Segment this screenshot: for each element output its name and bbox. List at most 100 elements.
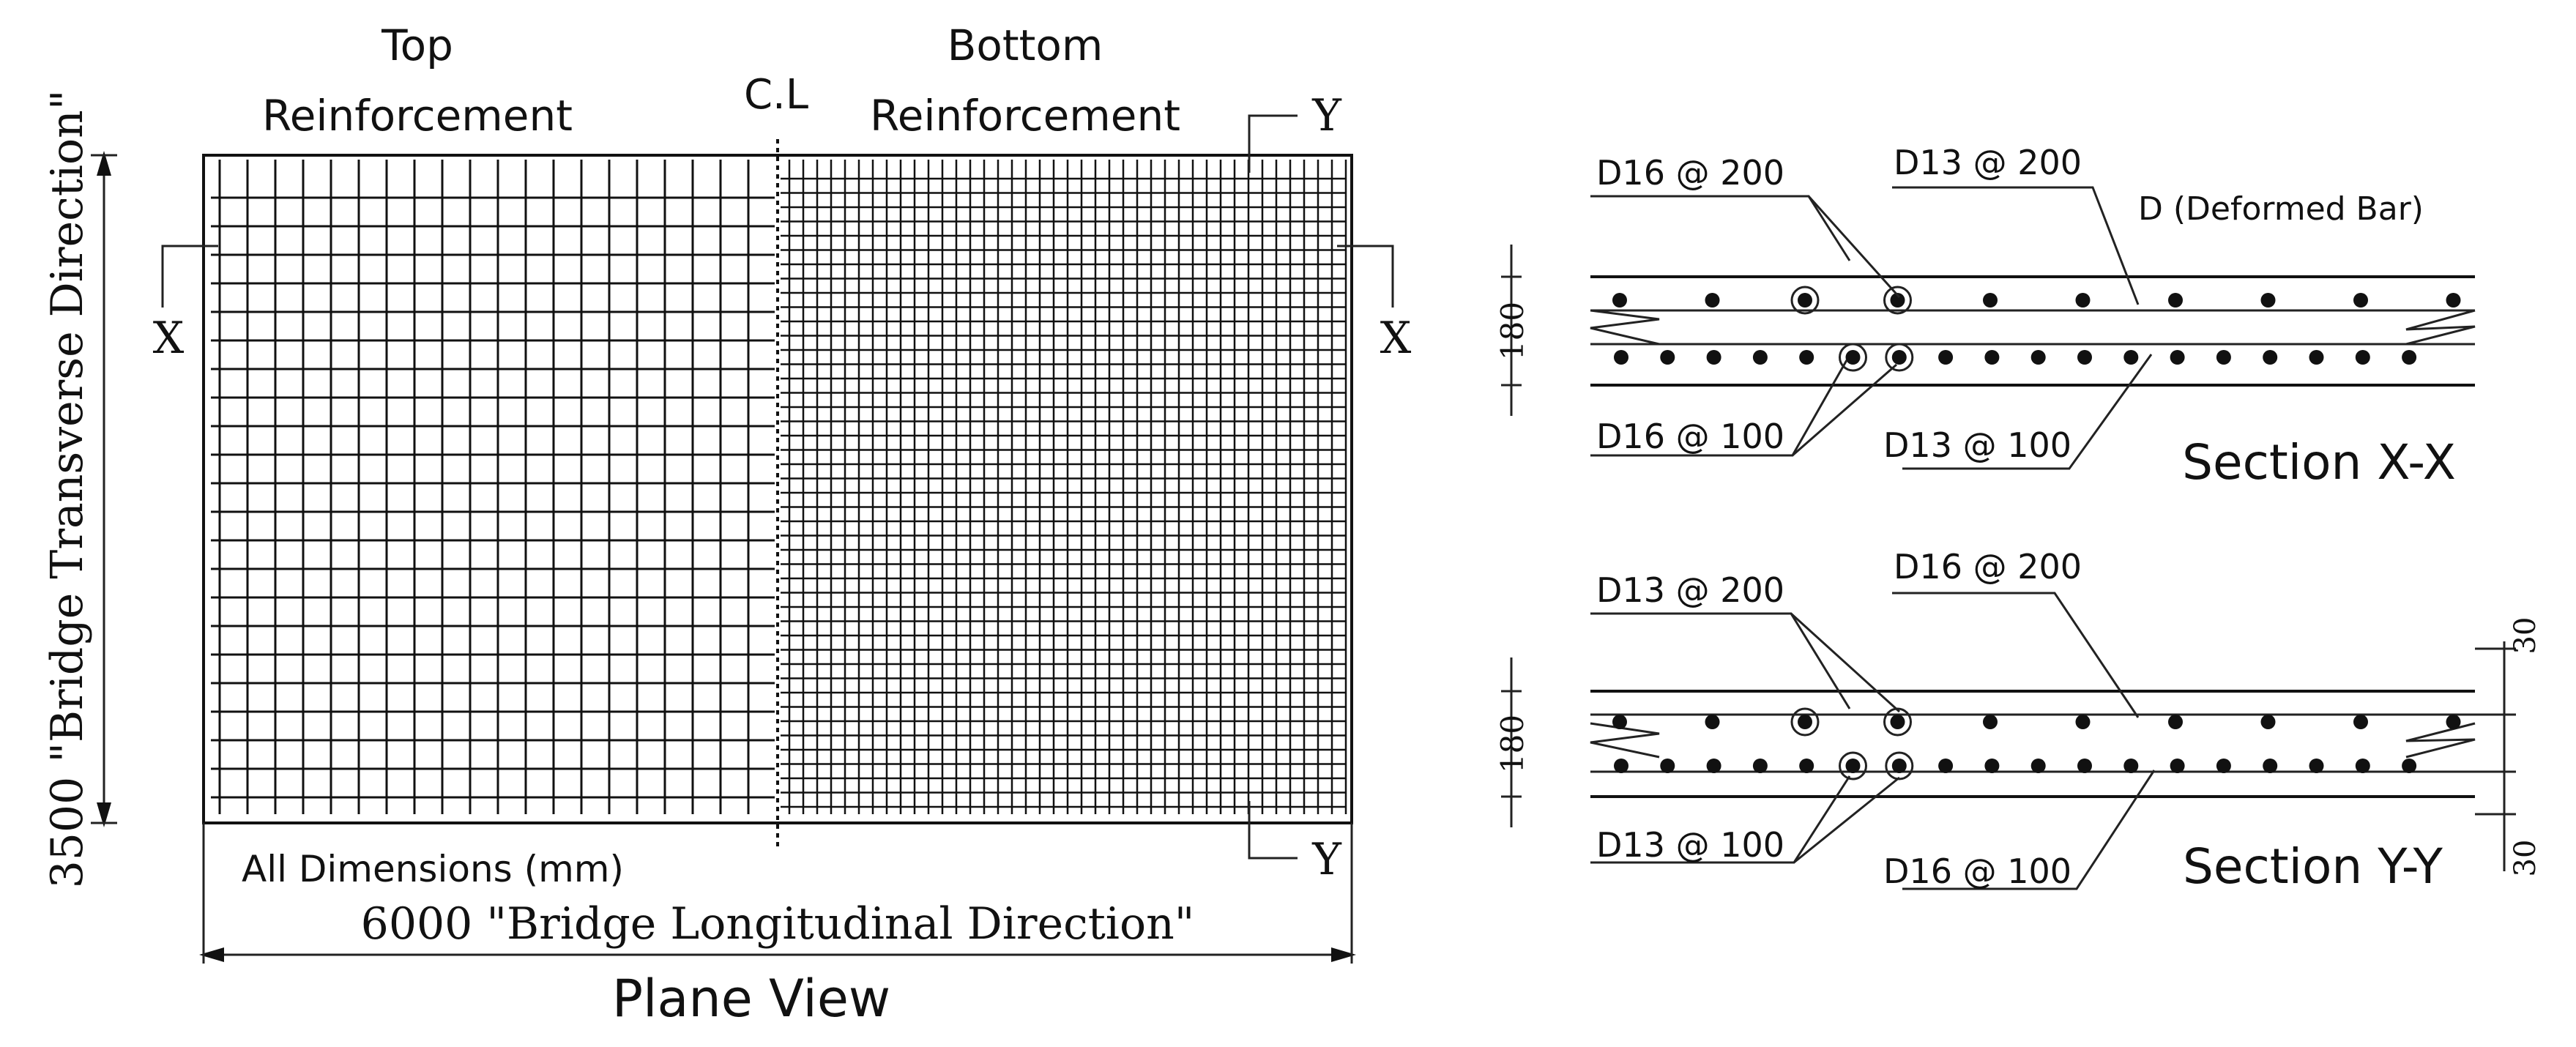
section-yy-leader-bottom-left-2 <box>1793 776 1900 864</box>
section-yy-leader-top-right <box>1892 592 2140 718</box>
section-xx-bottom-bar <box>1938 350 1954 365</box>
units-note: All Dimensions (mm) <box>242 848 624 890</box>
section-xx-bottom-bar <box>2309 350 2324 365</box>
section-yy-bottom-bar <box>2030 759 2046 773</box>
top-reinforcement-label: Top <box>381 21 453 70</box>
section-xx-title: Section X-X <box>2182 434 2456 491</box>
section-xx-bottom-bar <box>2170 350 2185 365</box>
section-xx-top-bar <box>1798 293 1812 308</box>
section-yy-bottom-bar-callout-ring <box>1839 751 1867 780</box>
section-yy-callout-bottom-right: D16 @ 100 <box>1883 852 2071 891</box>
section-x-marker-left <box>161 245 218 308</box>
bottom-reinforcement-label-line2: Reinforcement <box>870 91 1180 141</box>
longitudinal-dimension-label: 6000 "Bridge Longitudinal Direction" <box>361 898 1195 950</box>
section-yy-top-bar-callout-ring <box>1790 707 1820 737</box>
section-xx-top-bar <box>1890 293 1905 308</box>
section-yy-callout-top-left: D13 @ 200 <box>1596 570 1784 610</box>
section-xx-bottom-bar <box>1660 350 1675 365</box>
section-xx-bottom-bar <box>1891 350 1907 365</box>
section-xx-bottom-bar <box>2402 350 2417 365</box>
section-yy-top-bar <box>2168 715 2183 729</box>
section-xx-thickness-label: 180 <box>1494 302 1530 360</box>
transverse-arrow-bottom <box>97 802 111 827</box>
section-xx-leader-top-right <box>1892 186 2140 305</box>
transverse-arrow-top <box>97 151 111 176</box>
section-xx: D16 @ 200 D13 @ 200 D (Deformed Bar) D16… <box>1494 143 2476 491</box>
section-x-label-left: X <box>153 313 185 364</box>
section-yy-bottom-bars <box>1614 751 2417 780</box>
section-yy-bottom-bar <box>1891 759 1907 773</box>
section-yy-bottom-bar <box>2077 759 2092 773</box>
slab-outline <box>202 154 1353 824</box>
section-xx-note: D (Deformed Bar) <box>2138 190 2424 228</box>
section-yy-bottom-bar <box>1845 759 1861 773</box>
section-xx-bottom-bar <box>2263 350 2278 365</box>
section-x-marker-right <box>1337 245 1394 308</box>
section-xx-top-bar <box>2353 293 2368 308</box>
section-xx-callout-bottom-right: D13 @ 100 <box>1883 425 2071 465</box>
section-yy-bottom-bar <box>2263 759 2278 773</box>
section-y-marker-top <box>1248 114 1298 173</box>
section-yy-bottom-bar <box>2216 759 2231 773</box>
section-xx-top-bar <box>1983 293 1998 308</box>
section-yy-top-cover-label: 30 <box>2509 617 2542 655</box>
section-yy-top-bar <box>1798 715 1812 729</box>
section-xx-break-left <box>1590 309 1660 346</box>
section-yy-bottom-bar <box>1938 759 1954 773</box>
section-xx-top-bar <box>2260 293 2276 308</box>
section-xx-callout-top-left: D16 @ 200 <box>1596 153 1784 193</box>
section-yy-bottom-bar <box>1984 759 2000 773</box>
section-xx-bottom-bar <box>2030 350 2046 365</box>
section-yy-bottom-cover-label: 30 <box>2509 840 2542 877</box>
section-y-label-bottom: Y <box>1311 834 1342 885</box>
section-xx-bottom-bar <box>1799 350 1814 365</box>
section-yy-bottom-bar <box>2170 759 2185 773</box>
section-xx-bottom-bar <box>1706 350 1721 365</box>
section-yy-top-bar <box>2353 715 2368 729</box>
section-xx-top-bars <box>1612 286 2461 315</box>
section-yy-top-bar <box>2075 715 2091 729</box>
section-yy-bottom-bar <box>2123 759 2139 773</box>
section-y-label-top: Y <box>1311 90 1342 141</box>
section-xx-bottom-bars <box>1614 343 2417 372</box>
section-xx-top-bar <box>2446 293 2461 308</box>
section-x-label-right: X <box>1380 313 1412 364</box>
section-xx-bottom-bar <box>1984 350 2000 365</box>
section-xx-leader-top-left <box>1590 195 1851 261</box>
section-yy-break-right <box>2405 722 2476 759</box>
section-yy-leader-top-left <box>1590 612 1851 709</box>
section-xx-top-bar-callout-ring <box>1883 286 1912 315</box>
centerline-label: C.L <box>744 71 808 119</box>
section-y-marker-bottom <box>1248 801 1298 860</box>
section-yy-bottom-bar <box>2355 759 2370 773</box>
bottom-reinforcement-grid <box>781 160 1347 814</box>
section-yy-top-bar <box>1890 715 1905 729</box>
section-yy-top-bar <box>2260 715 2276 729</box>
section-xx-bottom-bar <box>2355 350 2370 365</box>
section-xx-callout-top-right: D13 @ 200 <box>1894 143 2082 182</box>
section-yy-bottom-bar <box>1660 759 1675 773</box>
section-xx-bottom-bar-callout-ring <box>1885 343 1914 372</box>
section-xx-bottom-bar <box>1752 350 1768 365</box>
section-yy-callout-bottom-left: D13 @ 100 <box>1596 825 1784 865</box>
section-yy-bottom-bar <box>2309 759 2324 773</box>
section-xx-leader-bottom-left-2 <box>1792 363 1897 457</box>
section-yy-top-bar <box>1612 715 1627 729</box>
section-yy-top-bar <box>2446 715 2461 729</box>
section-xx-top-bar-callout-ring <box>1790 286 1820 315</box>
section-xx-top-bar <box>2075 293 2091 308</box>
section-xx-top-bar <box>2168 293 2183 308</box>
section-yy-thickness-label: 180 <box>1494 715 1530 773</box>
section-yy-callout-top-right: D16 @ 200 <box>1894 547 2082 586</box>
top-reinforcement-grid <box>211 160 775 814</box>
section-xx-leader-top-left-2 <box>1807 195 1901 299</box>
longitudinal-arrow-right <box>1331 947 1356 962</box>
section-xx-bottom-bar-callout-ring <box>1839 343 1867 372</box>
section-yy-bottom-bar <box>2402 759 2417 773</box>
section-yy-top-bars <box>1612 707 2461 737</box>
section-xx-bottom-bar <box>1614 350 1628 365</box>
section-xx-bottom-bar <box>2077 350 2092 365</box>
section-yy-top-bar <box>1983 715 1998 729</box>
section-xx-bottom-bar <box>2123 350 2139 365</box>
